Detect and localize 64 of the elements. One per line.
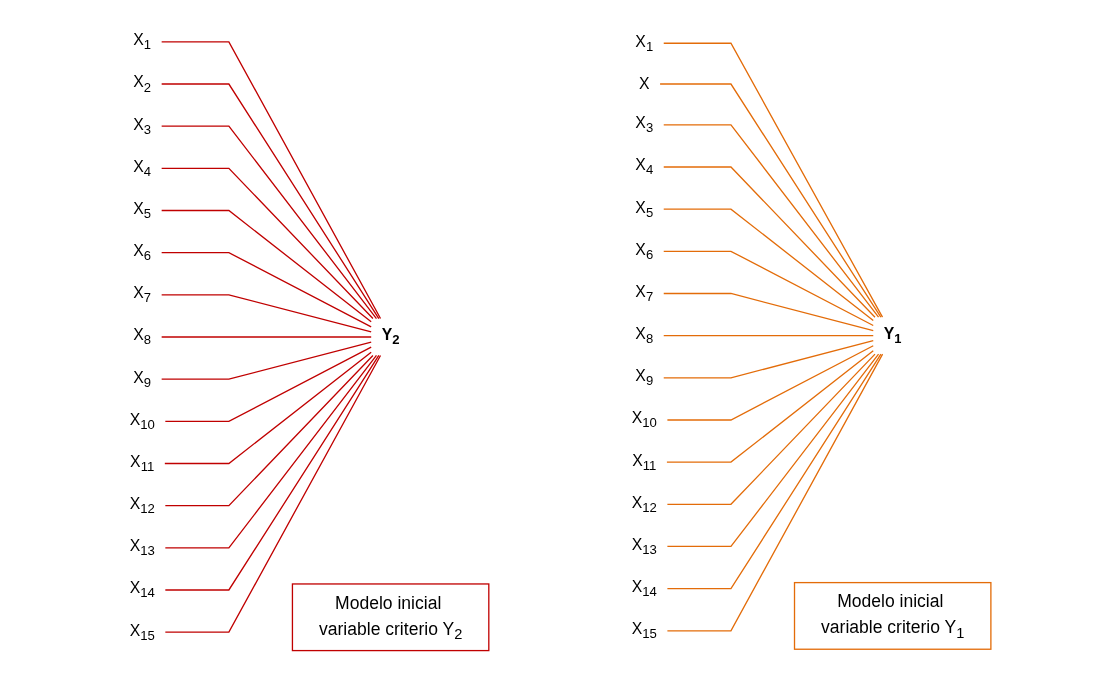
node-text: X$_{11}$ — [130, 452, 155, 474]
connector — [663, 250, 874, 327]
node-box: Modelo inicial variable criterio Y$_{2}$ — [291, 583, 490, 652]
connector — [161, 83, 380, 320]
node-text: X$_{14}$ — [129, 579, 155, 601]
node-text: X$_{11}$ — [632, 451, 657, 473]
connector — [164, 346, 372, 422]
node-text: X$_{15}$ — [631, 620, 657, 641]
connector — [666, 353, 880, 548]
connector — [666, 345, 874, 421]
node-text: X$_{13}$ — [631, 535, 657, 557]
connector — [663, 292, 874, 332]
connector — [161, 252, 372, 328]
node-text: X$_{14}$ — [631, 578, 657, 599]
node-text: X$_{8}$ — [635, 325, 654, 346]
connector — [161, 341, 372, 380]
node-text: X$_{7}$ — [635, 282, 654, 304]
node-text: X$_{12}$ — [631, 493, 657, 515]
node-text: X$_{4}$ — [635, 156, 654, 178]
node-text: X$_{2}$ — [133, 73, 152, 95]
connector — [161, 294, 372, 333]
connector — [663, 208, 874, 322]
connector — [161, 125, 378, 320]
connector — [663, 42, 884, 318]
connector — [161, 41, 382, 320]
node-text: X — [639, 74, 650, 93]
node-text: X$_{6}$ — [635, 240, 654, 262]
node-text: X$_{4}$ — [133, 157, 152, 179]
node-text: X$_{5}$ — [635, 198, 654, 220]
node-text: X$_{12}$ — [129, 495, 155, 516]
node-text: X$_{6}$ — [133, 242, 152, 263]
connector — [666, 350, 874, 463]
node-text: X$_{8}$ — [133, 326, 152, 348]
connector — [161, 209, 372, 323]
connector — [663, 124, 880, 318]
node-text: X$_{3}$ — [133, 115, 152, 137]
node-text: X$_{7}$ — [133, 284, 152, 305]
node-text: X$_{1}$ — [635, 32, 654, 54]
node-text: X$_{9}$ — [133, 368, 152, 390]
connector — [161, 336, 372, 338]
connector — [659, 83, 882, 318]
node-text: X$_{9}$ — [635, 367, 654, 388]
node-text: X$_{15}$ — [129, 621, 155, 643]
connector — [161, 167, 374, 320]
connector — [666, 353, 882, 590]
connector — [663, 166, 876, 318]
connector — [666, 353, 876, 505]
connector — [663, 340, 874, 379]
node-text: X$_{1}$ — [133, 31, 152, 52]
node-text: X$_{3}$ — [635, 114, 654, 135]
connector — [164, 354, 378, 549]
node-text: Y$_{1}$ — [883, 325, 902, 346]
connector — [164, 354, 380, 591]
node-box: Modelo inicial variable criterio Y$_{1}$ — [793, 581, 992, 650]
connector — [663, 334, 874, 337]
connector — [164, 354, 374, 507]
connector — [164, 351, 372, 465]
node-text: X$_{10}$ — [129, 410, 155, 432]
node-text: X$_{5}$ — [133, 199, 152, 221]
node-text: Y$_{2}$ — [381, 326, 400, 348]
connector — [666, 353, 884, 632]
node-text: X$_{13}$ — [129, 537, 155, 558]
connector — [164, 354, 382, 633]
node-text: X$_{10}$ — [631, 409, 657, 431]
